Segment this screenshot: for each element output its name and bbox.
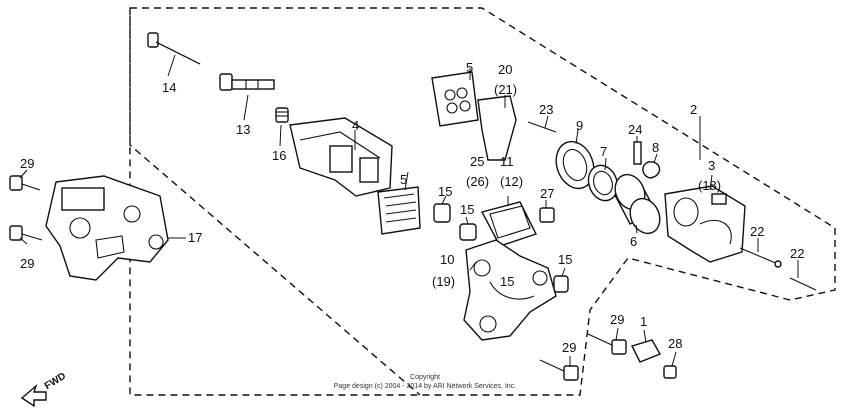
- callout-28: 28: [668, 336, 682, 351]
- part-27-pin[interactable]: [539, 207, 555, 223]
- callout-29-d: 29: [562, 340, 576, 355]
- callout-22-lower: 22: [790, 246, 804, 261]
- callout-5-lower: 5: [400, 172, 407, 187]
- callout-22-upper: 22: [750, 224, 764, 239]
- callout-23: 23: [539, 102, 553, 117]
- part-29-bolt-c[interactable]: [587, 333, 627, 355]
- part-20-pad-shim[interactable]: [477, 95, 517, 161]
- callout-15-d: 15: [558, 252, 572, 267]
- callout-5-upper: 5: [466, 60, 473, 75]
- part-29-bolt-b[interactable]: [9, 225, 43, 241]
- callout-17: 17: [188, 230, 202, 245]
- part-15-bushing-a[interactable]: [433, 203, 451, 223]
- callout-11: 11: [500, 154, 514, 169]
- part-29-bolt-a[interactable]: [9, 175, 41, 191]
- callout-19: (19): [432, 274, 455, 289]
- callout-14: 14: [162, 80, 176, 95]
- part-11-pad-spring-plate[interactable]: [480, 201, 537, 247]
- part-14-pin-bolt[interactable]: [147, 32, 201, 65]
- part-1-joint-piece[interactable]: [631, 339, 662, 363]
- callout-15-a: 15: [438, 184, 452, 199]
- callout-12: (12): [500, 174, 523, 189]
- part-22-pin-upper[interactable]: [739, 247, 782, 268]
- callout-1: 1: [640, 314, 647, 329]
- part-15-bushing-b[interactable]: [459, 223, 477, 241]
- part-6-piston[interactable]: [610, 170, 666, 238]
- callout-6: 6: [630, 234, 637, 249]
- part-9-piston-boot[interactable]: [550, 136, 600, 193]
- callout-16: 16: [272, 148, 286, 163]
- part-16-spring[interactable]: [275, 107, 289, 123]
- callout-27: 27: [540, 186, 554, 201]
- callout-10: 10: [440, 252, 454, 267]
- part-10-caliper-bracket[interactable]: [463, 239, 557, 341]
- part-29-bolt-d[interactable]: [539, 359, 579, 381]
- copyright-line-1: Copyright: [410, 374, 440, 381]
- assembly-boundary: [129, 7, 836, 396]
- part-4-pad-spring[interactable]: [289, 117, 393, 197]
- part-28-bolt[interactable]: [663, 365, 677, 379]
- callout-18: (18): [698, 178, 721, 193]
- callout-3: 3: [708, 158, 715, 173]
- callout-29-a: 29: [20, 156, 34, 171]
- callout-9: 9: [576, 118, 583, 133]
- callout-15-c: 15: [500, 274, 514, 289]
- part-7-piston-seal[interactable]: [584, 161, 623, 204]
- part-15-bushing-d[interactable]: [553, 275, 569, 293]
- callout-29-c: 29: [610, 312, 624, 327]
- callout-13: 13: [236, 122, 250, 137]
- part-17-caliper-assembly[interactable]: [45, 175, 169, 281]
- callout-7: 7: [600, 144, 607, 159]
- part-13-pin-bolt[interactable]: [219, 73, 275, 91]
- part-24-bleeder-valve[interactable]: [633, 141, 642, 165]
- callout-21: (21): [494, 82, 517, 97]
- callout-20: 20: [498, 62, 512, 77]
- callout-26: (26): [466, 174, 489, 189]
- part-23-pad-pin[interactable]: [527, 121, 557, 133]
- callout-8: 8: [652, 140, 659, 155]
- part-5-brake-pad-lower[interactable]: [377, 186, 421, 235]
- callout-4: 4: [352, 118, 359, 133]
- callout-24: 24: [628, 122, 642, 137]
- part-3-caliper-body[interactable]: [664, 185, 746, 263]
- callout-2: 2: [690, 102, 697, 117]
- callout-29-b: 29: [20, 256, 34, 271]
- fwd-arrow-icon: [20, 383, 47, 408]
- part-22-pin-lower[interactable]: [789, 277, 817, 291]
- part-8-bleeder-cap[interactable]: [642, 161, 661, 179]
- callout-15-b: 15: [460, 202, 474, 217]
- callout-25: 25: [470, 154, 484, 169]
- part-5-brake-pad-upper[interactable]: [431, 71, 479, 127]
- copyright-line-2: Page design (c) 2004 - 2014 by ARI Netwo…: [333, 383, 517, 390]
